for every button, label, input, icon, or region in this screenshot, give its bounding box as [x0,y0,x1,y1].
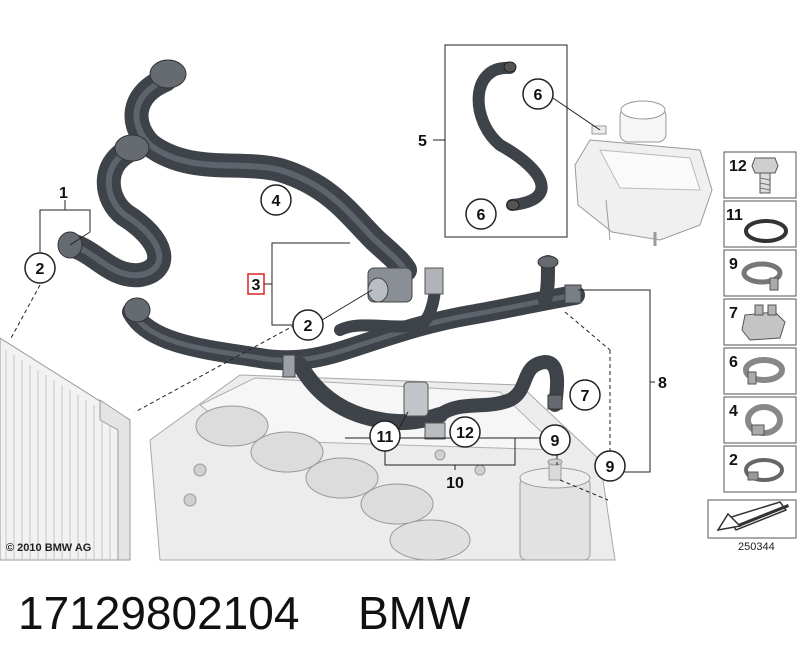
legend-item-11: 11 [723,200,797,248]
callouts: 1 2 3 2 4 5 6 6 7 8 [24,78,667,492]
diagram-reference-code: 250344 [738,541,775,553]
svg-text:7: 7 [729,305,738,322]
hose-collars [57,59,582,440]
callout-2-center: 2 [292,309,324,341]
o-ring-icon [744,219,788,243]
brand-name: BMW [358,587,471,639]
svg-text:9: 9 [606,459,615,476]
callout-8: 8 [658,375,667,392]
svg-text:9: 9 [551,433,560,450]
wire-clamp-icon [744,458,784,482]
leader-lines [9,44,655,501]
part-number: 17129802104 [18,587,300,639]
callout-10: 10 [446,475,464,492]
callout-9-right: 9 [594,450,626,482]
parts-legend: 12 11 9 7 [707,151,797,539]
svg-text:11: 11 [377,429,394,446]
callout-5: 5 [418,133,427,150]
legend-item-6: 6 [723,347,797,395]
svg-text:6: 6 [477,207,486,224]
bolt-icon [751,157,779,194]
callout-6-top: 6 [522,78,554,110]
callout-3: 3 [247,273,265,295]
svg-text:4: 4 [729,403,738,420]
svg-text:6: 6 [729,354,738,371]
legend-item-9: 9 [723,249,797,297]
svg-text:2: 2 [304,318,313,335]
holder-clip-icon [741,304,786,341]
callout-6-bottom: 6 [465,198,497,230]
legend-item-12: 12 [723,151,797,199]
svg-text:11: 11 [726,207,743,224]
svg-text:9: 9 [729,256,738,273]
callout-1: 1 [59,185,68,202]
svg-text:12: 12 [729,158,747,175]
worm-clamp-icon [745,404,783,436]
callout-2-left: 2 [24,252,56,284]
svg-text:7: 7 [581,388,590,405]
spring-clamp-icon [741,261,783,291]
legend-item-7: 7 [723,298,797,346]
legend-item-4: 4 [723,396,797,444]
direction-arrow-icon [716,501,789,532]
callout-12: 12 [449,416,481,448]
svg-text:12: 12 [456,425,474,442]
hose-radiator-upper [58,138,172,288]
callout-9-center: 9 [539,424,571,456]
svg-text:4: 4 [272,193,281,210]
callout-7: 7 [569,379,601,411]
expansion-tank [574,100,713,246]
legend-arrow-box [707,499,797,539]
svg-text:6: 6 [534,87,543,104]
svg-text:3: 3 [252,277,261,294]
band-clamp-icon [743,357,785,385]
callout-11: 11 [369,420,401,452]
callout-4: 4 [260,184,292,216]
hose-7 [433,354,565,422]
legend-item-2: 2 [723,445,797,493]
svg-text:2: 2 [36,261,45,278]
hose-5 [472,61,548,211]
svg-text:2: 2 [729,452,738,469]
hose-main [122,255,585,431]
radiator [0,337,131,561]
engine-block [149,374,616,561]
copyright-notice: © 2010 BMW AG [6,542,92,554]
hose-4 [124,68,417,282]
